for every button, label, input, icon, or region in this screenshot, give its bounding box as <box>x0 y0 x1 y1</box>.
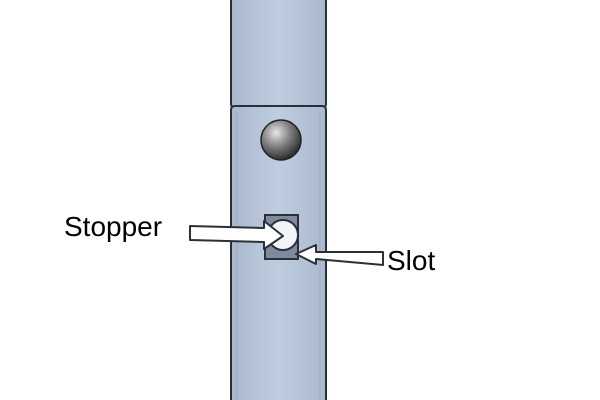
upper-tube <box>230 0 327 108</box>
slot-label: Slot <box>387 245 435 276</box>
stopper-label: Stopper <box>64 211 162 242</box>
stopper-arrow <box>189 220 284 250</box>
slot-arrow <box>295 244 384 266</box>
lock-ball <box>260 119 302 161</box>
